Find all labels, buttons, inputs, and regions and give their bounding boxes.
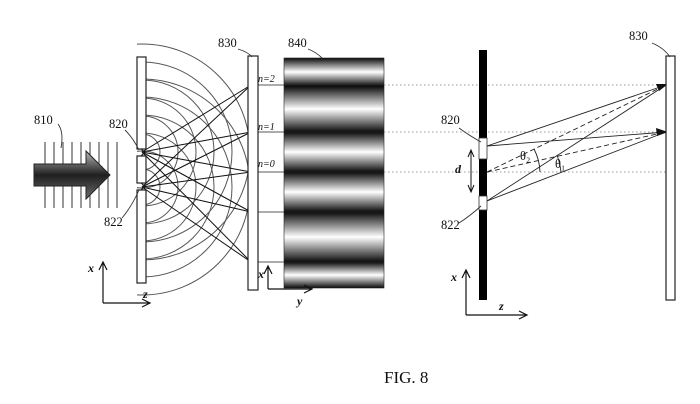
diffraction-rays — [141, 84, 252, 263]
separation-arrow — [467, 148, 475, 194]
axis-label-screen-y: y — [295, 294, 303, 308]
axis-label-left-z: z — [142, 287, 148, 301]
leader-830-left — [237, 48, 253, 58]
leader-810 — [57, 123, 63, 149]
slits-right — [478, 137, 488, 211]
axis-label-right-x: x — [450, 270, 457, 284]
order-label-n2: n=2 — [258, 74, 275, 85]
center-rays — [486, 84, 667, 173]
label-822: 822 — [104, 215, 123, 229]
label-810: 810 — [34, 113, 53, 127]
order-label-n1: n=1 — [258, 122, 275, 133]
label-830-right: 830 — [629, 29, 648, 43]
incident-light-group: 810 — [33, 113, 118, 208]
label-820-right: 820 — [441, 113, 460, 127]
label-840: 840 — [288, 36, 307, 50]
axis-label-right-z: z — [498, 299, 504, 313]
leader-830-right — [651, 42, 671, 58]
angle-arcs — [533, 148, 562, 173]
ray-arrowheads — [656, 84, 668, 136]
double-slit-barrier — [136, 56, 147, 284]
leader-822 — [121, 189, 140, 219]
leader-822-right — [458, 205, 482, 224]
axes-screen — [263, 264, 314, 294]
label-822-right: 822 — [441, 218, 460, 232]
label-820: 820 — [109, 117, 128, 131]
screen-right — [665, 55, 676, 301]
leader-840 — [307, 48, 323, 59]
incident-beam-arrow — [33, 149, 111, 201]
axis-label-screen-x: x — [257, 267, 264, 281]
separation-label: d — [455, 162, 462, 176]
theta2-label: θ₂ — [520, 149, 530, 163]
leader-820 — [124, 129, 140, 151]
theta1-label: θ₁ — [555, 157, 565, 171]
order-label-n0: n=0 — [258, 159, 275, 170]
axes-right — [461, 268, 529, 320]
observation-screen — [247, 55, 259, 291]
path-rays — [486, 84, 667, 202]
figure-caption: FIG. 8 — [384, 368, 428, 387]
barrier-right — [479, 50, 487, 300]
axes-left — [98, 260, 152, 308]
axis-label-left-x: x — [87, 261, 94, 275]
leader-820-right — [458, 127, 482, 143]
label-830-left: 830 — [218, 36, 237, 50]
interference-pattern — [258, 57, 385, 289]
